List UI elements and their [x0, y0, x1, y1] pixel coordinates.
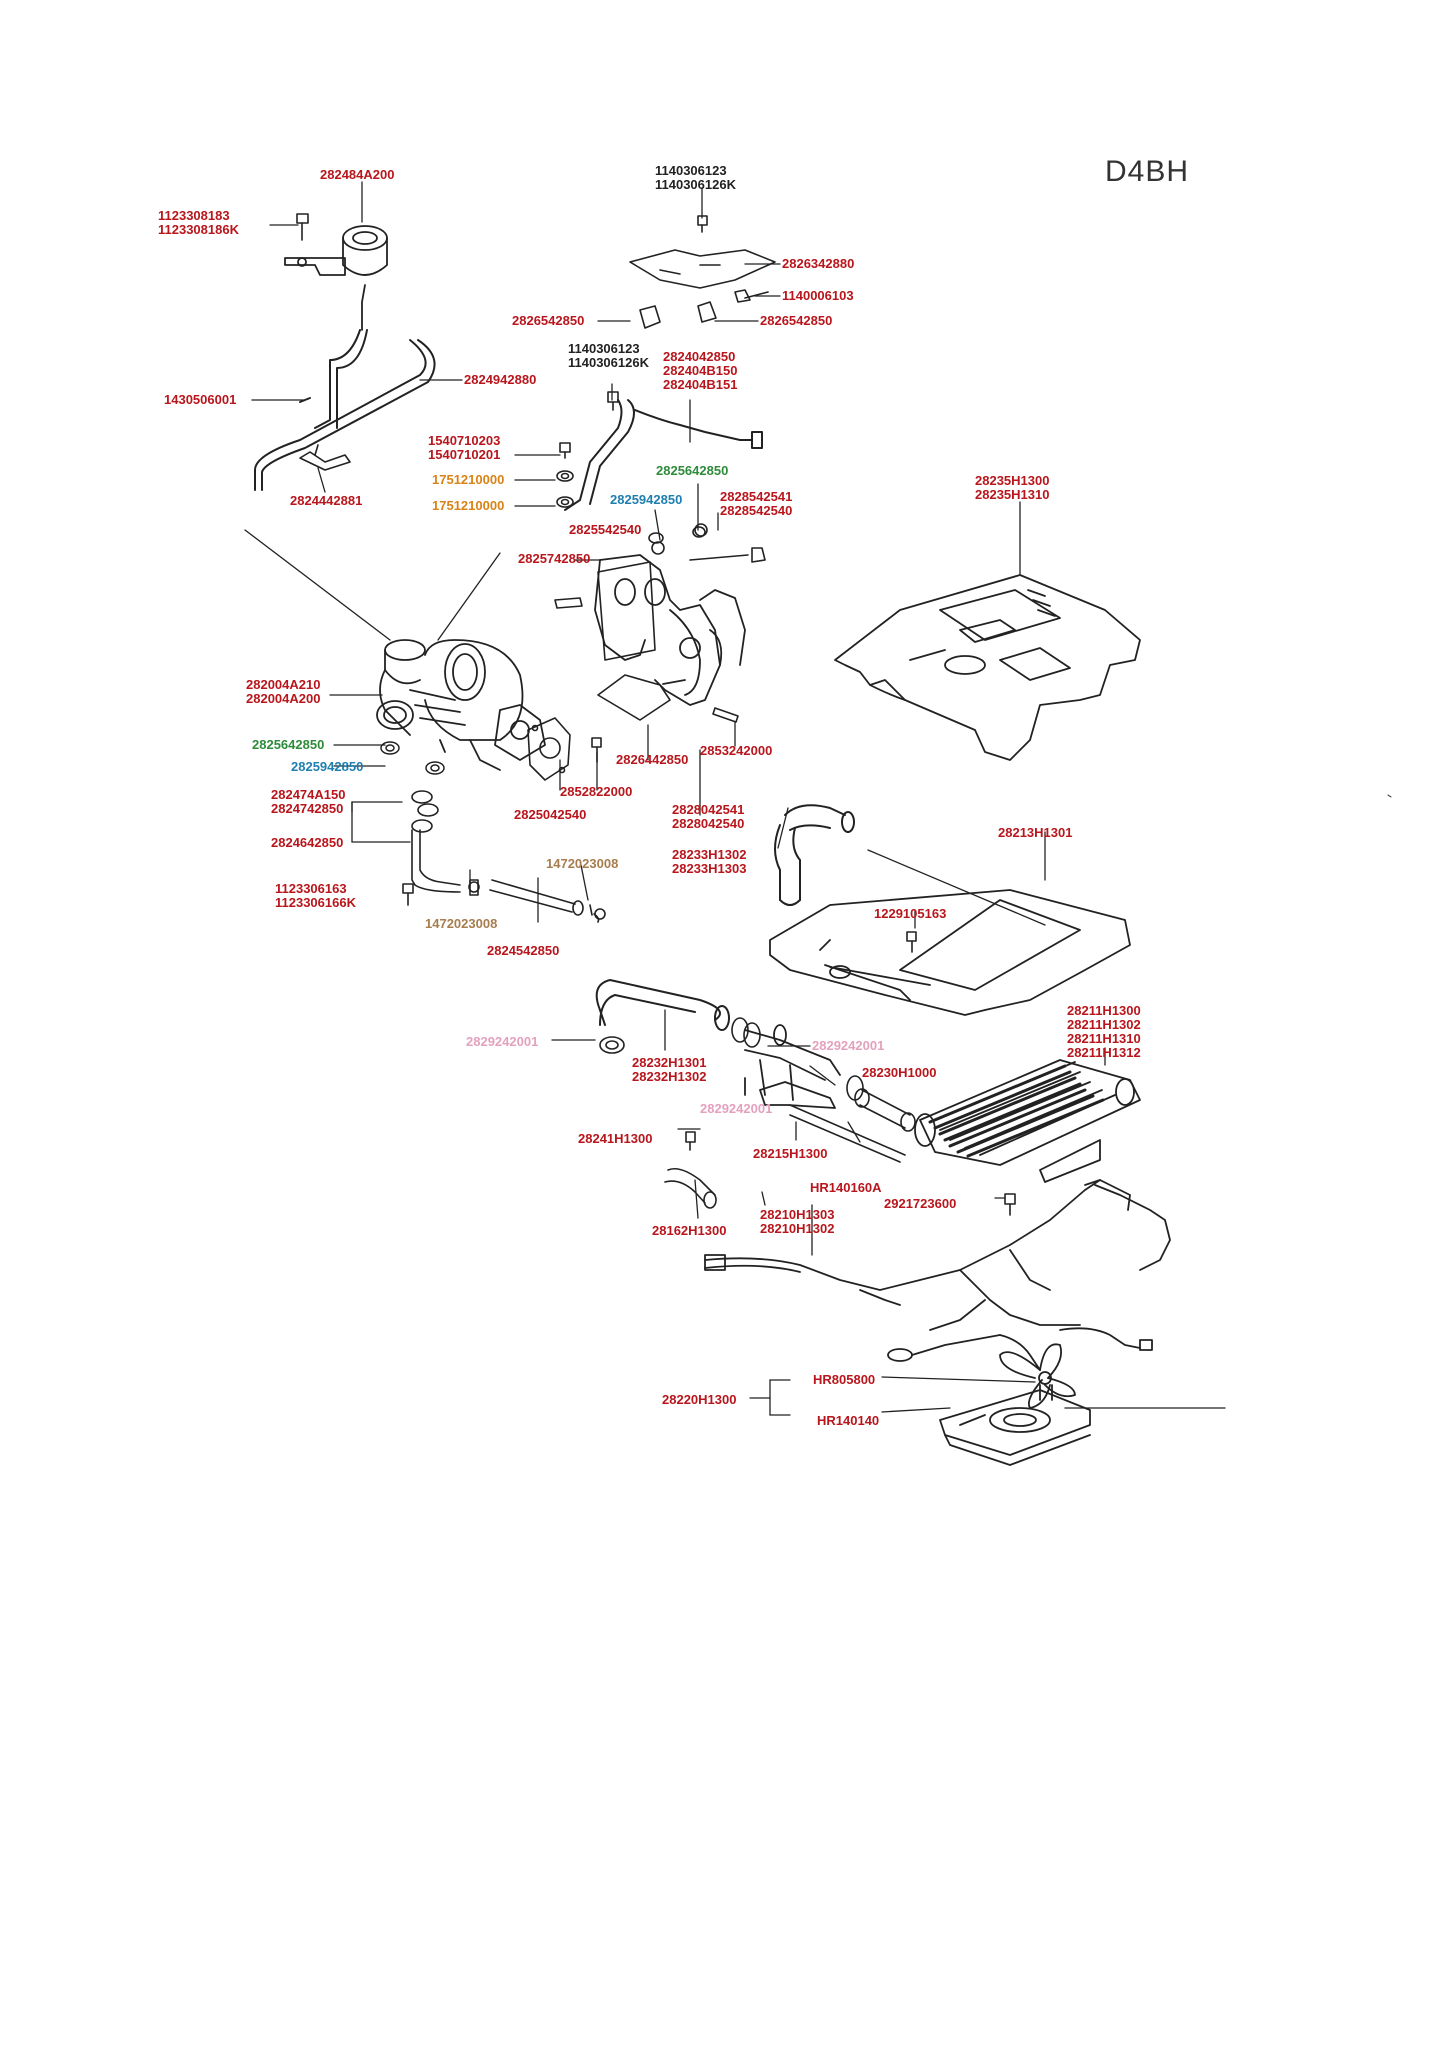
intercooler-hose-lower — [595, 979, 730, 1031]
air-pipe-28215 — [744, 1024, 841, 1109]
part-label-2825642850-a[interactable]: 2825642850 — [656, 463, 729, 478]
part-label-2829242001-b[interactable]: 2829242001 — [812, 1038, 885, 1053]
part-label-2826442850[interactable]: 2826442850 — [616, 752, 689, 767]
hose-28230 — [854, 1088, 916, 1132]
washer-nuts-middle — [651, 523, 708, 555]
bolt-1229105163 — [906, 931, 917, 953]
part-label-28230H1000[interactable]: 28230H1000 — [862, 1065, 937, 1080]
bolt-actuator — [296, 213, 309, 241]
part-label-HR805800[interactable]: HR805800 — [813, 1372, 876, 1387]
bracket-hose — [299, 444, 351, 471]
part-label-HR140140[interactable]: HR140140 — [817, 1413, 880, 1428]
exhaust-outlet — [594, 554, 746, 706]
part-label-1229105163[interactable]: 1229105163 — [874, 906, 947, 921]
vacuum-hose — [254, 329, 436, 491]
part-label-282484A200[interactable]: 282484A200 — [320, 167, 395, 182]
part-label-2852822000[interactable]: 2852822000 — [560, 784, 633, 799]
misc-marks — [1387, 794, 1392, 798]
part-label-1430506001[interactable]: 1430506001 — [164, 392, 237, 407]
wastegate-actuator — [284, 225, 388, 331]
part-label-28215H1300[interactable]: 28215H1300 — [753, 1146, 828, 1161]
bolt-28241 — [685, 1131, 696, 1151]
part-label-2825742850[interactable]: 2825742850 — [518, 551, 591, 566]
leader-lines — [244, 181, 1226, 1416]
part-label-2824642850[interactable]: 2824642850 — [271, 835, 344, 850]
part-label-1472023008-a[interactable]: 1472023008 — [546, 856, 619, 871]
bolt-2921723600 — [1004, 1193, 1016, 1216]
part-label-2853242000[interactable]: 2853242000 — [700, 743, 773, 758]
engine-code-title: D4BH — [1105, 155, 1190, 188]
part-label-2825642850-b[interactable]: 2825642850 — [252, 737, 325, 752]
part-label-2826342880[interactable]: 2826342880 — [782, 256, 855, 271]
part-label-2825542540[interactable]: 2825542540 — [569, 522, 642, 537]
stud-2853242000 — [712, 707, 739, 723]
part-label-2824942880[interactable]: 2824942880 — [464, 372, 537, 387]
clips-bracket — [639, 289, 769, 329]
bolt-2852822000 — [591, 737, 602, 763]
part-label-2829242001-c[interactable]: 2829242001 — [700, 1101, 773, 1116]
washers-turbo — [380, 741, 445, 775]
part-label-28220H1300[interactable]: 28220H1300 — [662, 1392, 737, 1407]
bolts-oil-feed — [556, 391, 619, 508]
fan-assembly — [939, 1343, 1091, 1466]
part-label-28162H1300[interactable]: 28162H1300 — [652, 1223, 727, 1238]
intercooler-core-fins — [928, 1064, 1105, 1158]
oil-feed-pipe — [564, 399, 763, 511]
part-label-2825942850-b[interactable]: 2825942850 — [291, 759, 364, 774]
part-label-2825942850-a[interactable]: 2825942850 — [610, 492, 683, 507]
part-label-28241H1300[interactable]: 28241H1300 — [578, 1131, 653, 1146]
gasket-2828542540 — [597, 561, 656, 661]
tube-hr140160a — [789, 1104, 906, 1163]
part-label-2824542850[interactable]: 2824542850 — [487, 943, 560, 958]
intercooler-hose-upper — [774, 804, 855, 906]
part-label-HR140160A[interactable]: HR140160A — [810, 1180, 882, 1195]
oil-pipe-left — [402, 790, 606, 923]
part-label-1472023008-b[interactable]: 1472023008 — [425, 916, 498, 931]
part-label-2825042540[interactable]: 2825042540 — [514, 807, 587, 822]
part-label-1140006103[interactable]: 1140006103 — [782, 288, 854, 303]
turbocharger — [376, 639, 546, 771]
engine-cover — [834, 574, 1141, 761]
gasket-turbo — [527, 717, 571, 781]
intercooler-cover — [769, 889, 1131, 1016]
part-label-2921723600[interactable]: 2921723600 — [884, 1196, 957, 1211]
part-label-1751210000-a[interactable]: 1751210000 — [432, 472, 505, 487]
turbo-bracket-top — [629, 215, 776, 289]
part-label-2829242001-a[interactable]: 2829242001 — [466, 1034, 539, 1049]
small-hose-28162 — [664, 1167, 717, 1209]
part-label-1751210000-b[interactable]: 1751210000 — [432, 498, 505, 513]
heat-shield — [597, 674, 671, 721]
part-label-28213H1301[interactable]: 28213H1301 — [998, 825, 1073, 840]
part-label-2826542850-b[interactable]: 2826542850 — [760, 313, 833, 328]
part-label-2824442881[interactable]: 2824442881 — [290, 493, 363, 508]
wiring-harness — [704, 1179, 1171, 1371]
part-label-2826542850-a[interactable]: 2826542850 — [512, 313, 585, 328]
